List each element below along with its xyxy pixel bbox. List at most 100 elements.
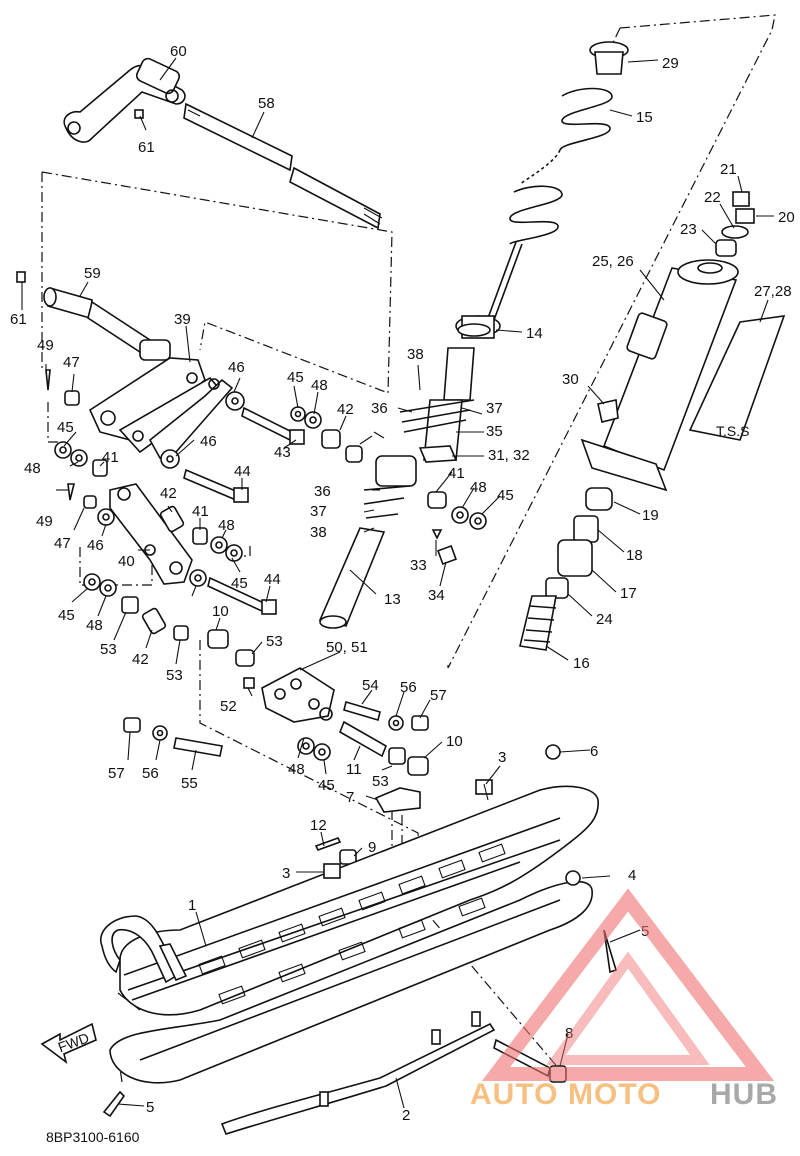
callout-label: 57	[108, 765, 125, 782]
pin-12	[314, 837, 342, 851]
callout-label: 13	[384, 591, 401, 608]
tss-label: T.S.S	[716, 423, 749, 439]
callout-label: 46	[200, 433, 217, 450]
nut-parts-20-23	[715, 191, 755, 257]
callout-label: 57	[430, 687, 447, 704]
callout-label: 61	[138, 139, 155, 156]
callout-label: 45	[57, 419, 74, 436]
callout-label: 48	[470, 479, 487, 496]
callout-label: 48	[311, 377, 328, 394]
callout-label: 14	[526, 325, 543, 342]
callout-label: 47	[63, 354, 80, 371]
grease-nipple-61	[16, 109, 144, 283]
suspension-arm-39	[88, 357, 234, 459]
callout-label: 56	[142, 765, 159, 782]
callout-label: 22	[704, 189, 721, 206]
callout-label: 25, 26	[592, 253, 634, 270]
callout-label: 9	[368, 839, 376, 856]
callout-label: 36	[314, 483, 331, 500]
callout-label: 16	[573, 655, 590, 672]
callout-label: 53	[100, 641, 117, 658]
callout-label: 48	[218, 517, 235, 534]
callout-label: 48	[86, 617, 103, 634]
callout-label: 56	[400, 679, 417, 696]
callout-label: 37	[486, 400, 503, 417]
fwd-arrow-icon: FWD	[40, 1022, 97, 1064]
callout-label: 31, 32	[488, 447, 530, 464]
callout-label: 41	[192, 503, 209, 520]
stopper-7	[374, 787, 421, 813]
callout-label: 11	[346, 761, 362, 778]
callout-label: 43	[274, 444, 291, 461]
callout-label: 39	[174, 311, 191, 328]
callout-label: 41	[102, 449, 119, 466]
callout-label: 60	[170, 43, 187, 60]
tie-rod-58	[183, 102, 383, 230]
callout-label: 27,28	[754, 283, 792, 300]
callout-label: 33	[410, 557, 427, 574]
callout-label: 46	[228, 359, 245, 376]
callout-label: 45	[497, 487, 514, 504]
callout-label: 46	[87, 537, 104, 554]
callout-labels: 60 61 58 61 59 39 49 47 45 48 41 46 45 4…	[10, 43, 795, 1124]
callout-label: 20	[778, 209, 795, 226]
reservoir-cover-27-28	[688, 315, 786, 441]
lower-washers	[321, 429, 487, 530]
callout-label: 54	[362, 677, 379, 694]
wear-bar-2	[220, 1011, 496, 1135]
callout-label: 45	[287, 369, 304, 386]
callout-label: 50, 51	[326, 639, 368, 656]
callout-label: 42	[160, 485, 177, 502]
callout-label: 10	[446, 733, 463, 750]
callout-label: 45	[231, 575, 248, 592]
callout-label: 7	[346, 789, 354, 806]
shock-eyelets-50-51	[261, 667, 335, 723]
callout-label: 3	[282, 865, 290, 882]
cotter-pins-49	[45, 369, 76, 501]
steering-arm-60	[63, 57, 186, 143]
callout-label: 12	[310, 817, 327, 834]
callout-label: 3	[498, 749, 506, 766]
callout-label: 19	[642, 507, 659, 524]
callout-label: 42	[132, 651, 149, 668]
spring-15	[509, 87, 613, 245]
callout-label: 24	[596, 611, 613, 628]
lower-cushion-parts-16-19	[519, 487, 613, 651]
watermark-text-auto: AUTO	[470, 1078, 558, 1111]
bolts-54-55-11	[173, 677, 388, 758]
washers-and-bushings	[54, 390, 429, 776]
callout-label: 18	[626, 547, 643, 564]
callout-label: 10	[212, 603, 229, 620]
callout-label: 55	[181, 775, 198, 792]
fwd-label: FWD	[56, 1029, 91, 1055]
callout-label: 47	[54, 535, 71, 552]
bolts-44	[183, 406, 305, 615]
callout-label: 45	[58, 607, 75, 624]
callout-label: 53	[166, 667, 183, 684]
callout-label: 1	[188, 897, 196, 914]
callout-label: 53	[372, 773, 389, 790]
nuts-3-and-collar-6	[323, 744, 581, 886]
callout-label: 30	[562, 371, 579, 388]
spring-seat-29	[589, 41, 629, 75]
callout-label: 5	[146, 1099, 154, 1116]
drawing-code: 8BP3100-6160	[46, 1129, 140, 1145]
callout-label: 44	[264, 571, 281, 588]
callout-label: 49	[36, 513, 53, 530]
callout-label: 6	[590, 743, 598, 760]
callout-label: 37	[310, 503, 327, 520]
callout-label: 45	[318, 777, 335, 794]
linkage-rod-59	[43, 286, 171, 361]
callout-label: 17	[620, 585, 637, 602]
callout-label: 48	[288, 761, 305, 778]
leader-lines	[21, 57, 774, 1109]
callout-label: 49	[37, 337, 54, 354]
bump-stopper-14	[457, 323, 491, 337]
callout-label: 61	[10, 311, 27, 328]
callout-label: 15	[636, 109, 653, 126]
callout-label: 34	[428, 587, 445, 604]
watermark: AUTO MOTO HUB	[470, 888, 777, 1111]
callout-label: 23	[680, 221, 697, 238]
callout-label: 53	[266, 633, 283, 650]
reservoir-25-26	[580, 259, 739, 492]
